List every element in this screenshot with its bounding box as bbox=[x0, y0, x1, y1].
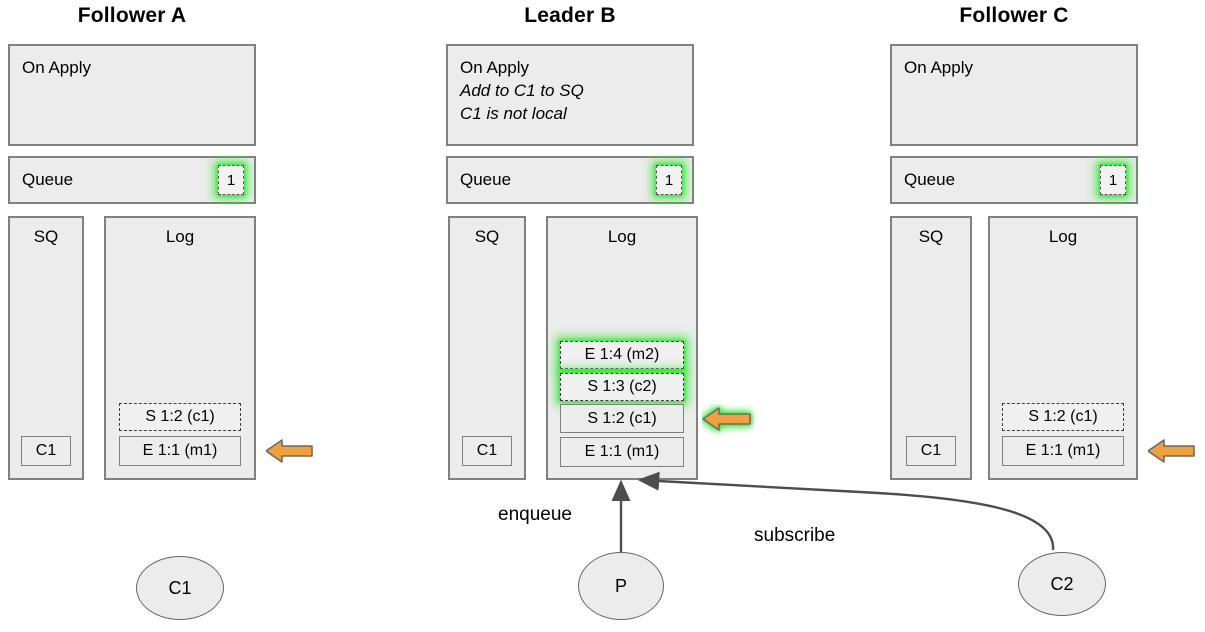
log-entry: E 1:1 (m1) bbox=[560, 437, 684, 467]
log-entry: S 1:2 (c1) bbox=[119, 403, 241, 431]
client-node-c2[interactable]: C2 bbox=[1018, 552, 1106, 616]
edge-label-enqueue: enqueue bbox=[498, 504, 572, 525]
edge-subscribe-line bbox=[637, 471, 1055, 551]
sq-label: SQ bbox=[474, 227, 500, 246]
node-title-leader-b: Leader B bbox=[524, 4, 616, 27]
log-label: Log bbox=[165, 227, 195, 246]
commit-pointer-arrow-follower-c bbox=[1147, 437, 1196, 465]
log-entry: E 1:1 (m1) bbox=[1002, 436, 1124, 466]
on-apply-panel-follower-a: On Apply bbox=[8, 44, 256, 146]
queue-label: Queue bbox=[460, 170, 512, 189]
on-apply-header: On Apply bbox=[904, 58, 973, 77]
producer-node-p[interactable]: P bbox=[578, 552, 664, 620]
on-apply-line: Add to C1 to SQ bbox=[460, 81, 584, 100]
log-label: Log bbox=[607, 227, 637, 246]
on-apply-panel-follower-c: On Apply bbox=[890, 44, 1138, 146]
queue-label: Queue bbox=[22, 170, 74, 189]
queue-panel-follower-a: Queue 1 bbox=[8, 156, 256, 204]
queue-panel-leader-b: Queue 1 bbox=[446, 156, 694, 204]
commit-pointer-arrow-follower-a bbox=[265, 437, 314, 465]
sq-panel-follower-c: SQ bbox=[890, 216, 972, 480]
sq-entry: C1 bbox=[21, 436, 71, 466]
client-node-c1[interactable]: C1 bbox=[136, 556, 224, 620]
on-apply-header: On Apply bbox=[22, 58, 91, 77]
queue-count-badge: 1 bbox=[656, 165, 682, 195]
node-title-follower-a: Follower A bbox=[77, 4, 187, 27]
queue-count-badge: 1 bbox=[1100, 165, 1126, 195]
sq-entry: C1 bbox=[906, 436, 956, 466]
log-entry: S 1:3 (c2) bbox=[560, 373, 684, 401]
commit-pointer-arrow-leader-b bbox=[702, 404, 754, 434]
log-entry: S 1:2 (c1) bbox=[1002, 403, 1124, 431]
sq-label: SQ bbox=[918, 227, 944, 246]
node-title-follower-c: Follower C bbox=[959, 4, 1069, 27]
on-apply-line: C1 is not local bbox=[460, 104, 567, 123]
log-entry: E 1:4 (m2) bbox=[560, 341, 684, 369]
log-entry: S 1:2 (c1) bbox=[560, 404, 684, 433]
on-apply-panel-leader-b: On Apply Add to C1 to SQ C1 is not local bbox=[446, 44, 694, 146]
queue-label: Queue bbox=[904, 170, 956, 189]
queue-panel-follower-c: Queue 1 bbox=[890, 156, 1138, 204]
sq-entry: C1 bbox=[462, 436, 512, 466]
on-apply-header: On Apply bbox=[460, 58, 529, 77]
log-label: Log bbox=[1048, 227, 1078, 246]
queue-count-badge: 1 bbox=[218, 165, 244, 195]
edge-label-subscribe: subscribe bbox=[754, 525, 836, 546]
log-entry: E 1:1 (m1) bbox=[119, 436, 241, 466]
sq-label: SQ bbox=[33, 227, 59, 246]
